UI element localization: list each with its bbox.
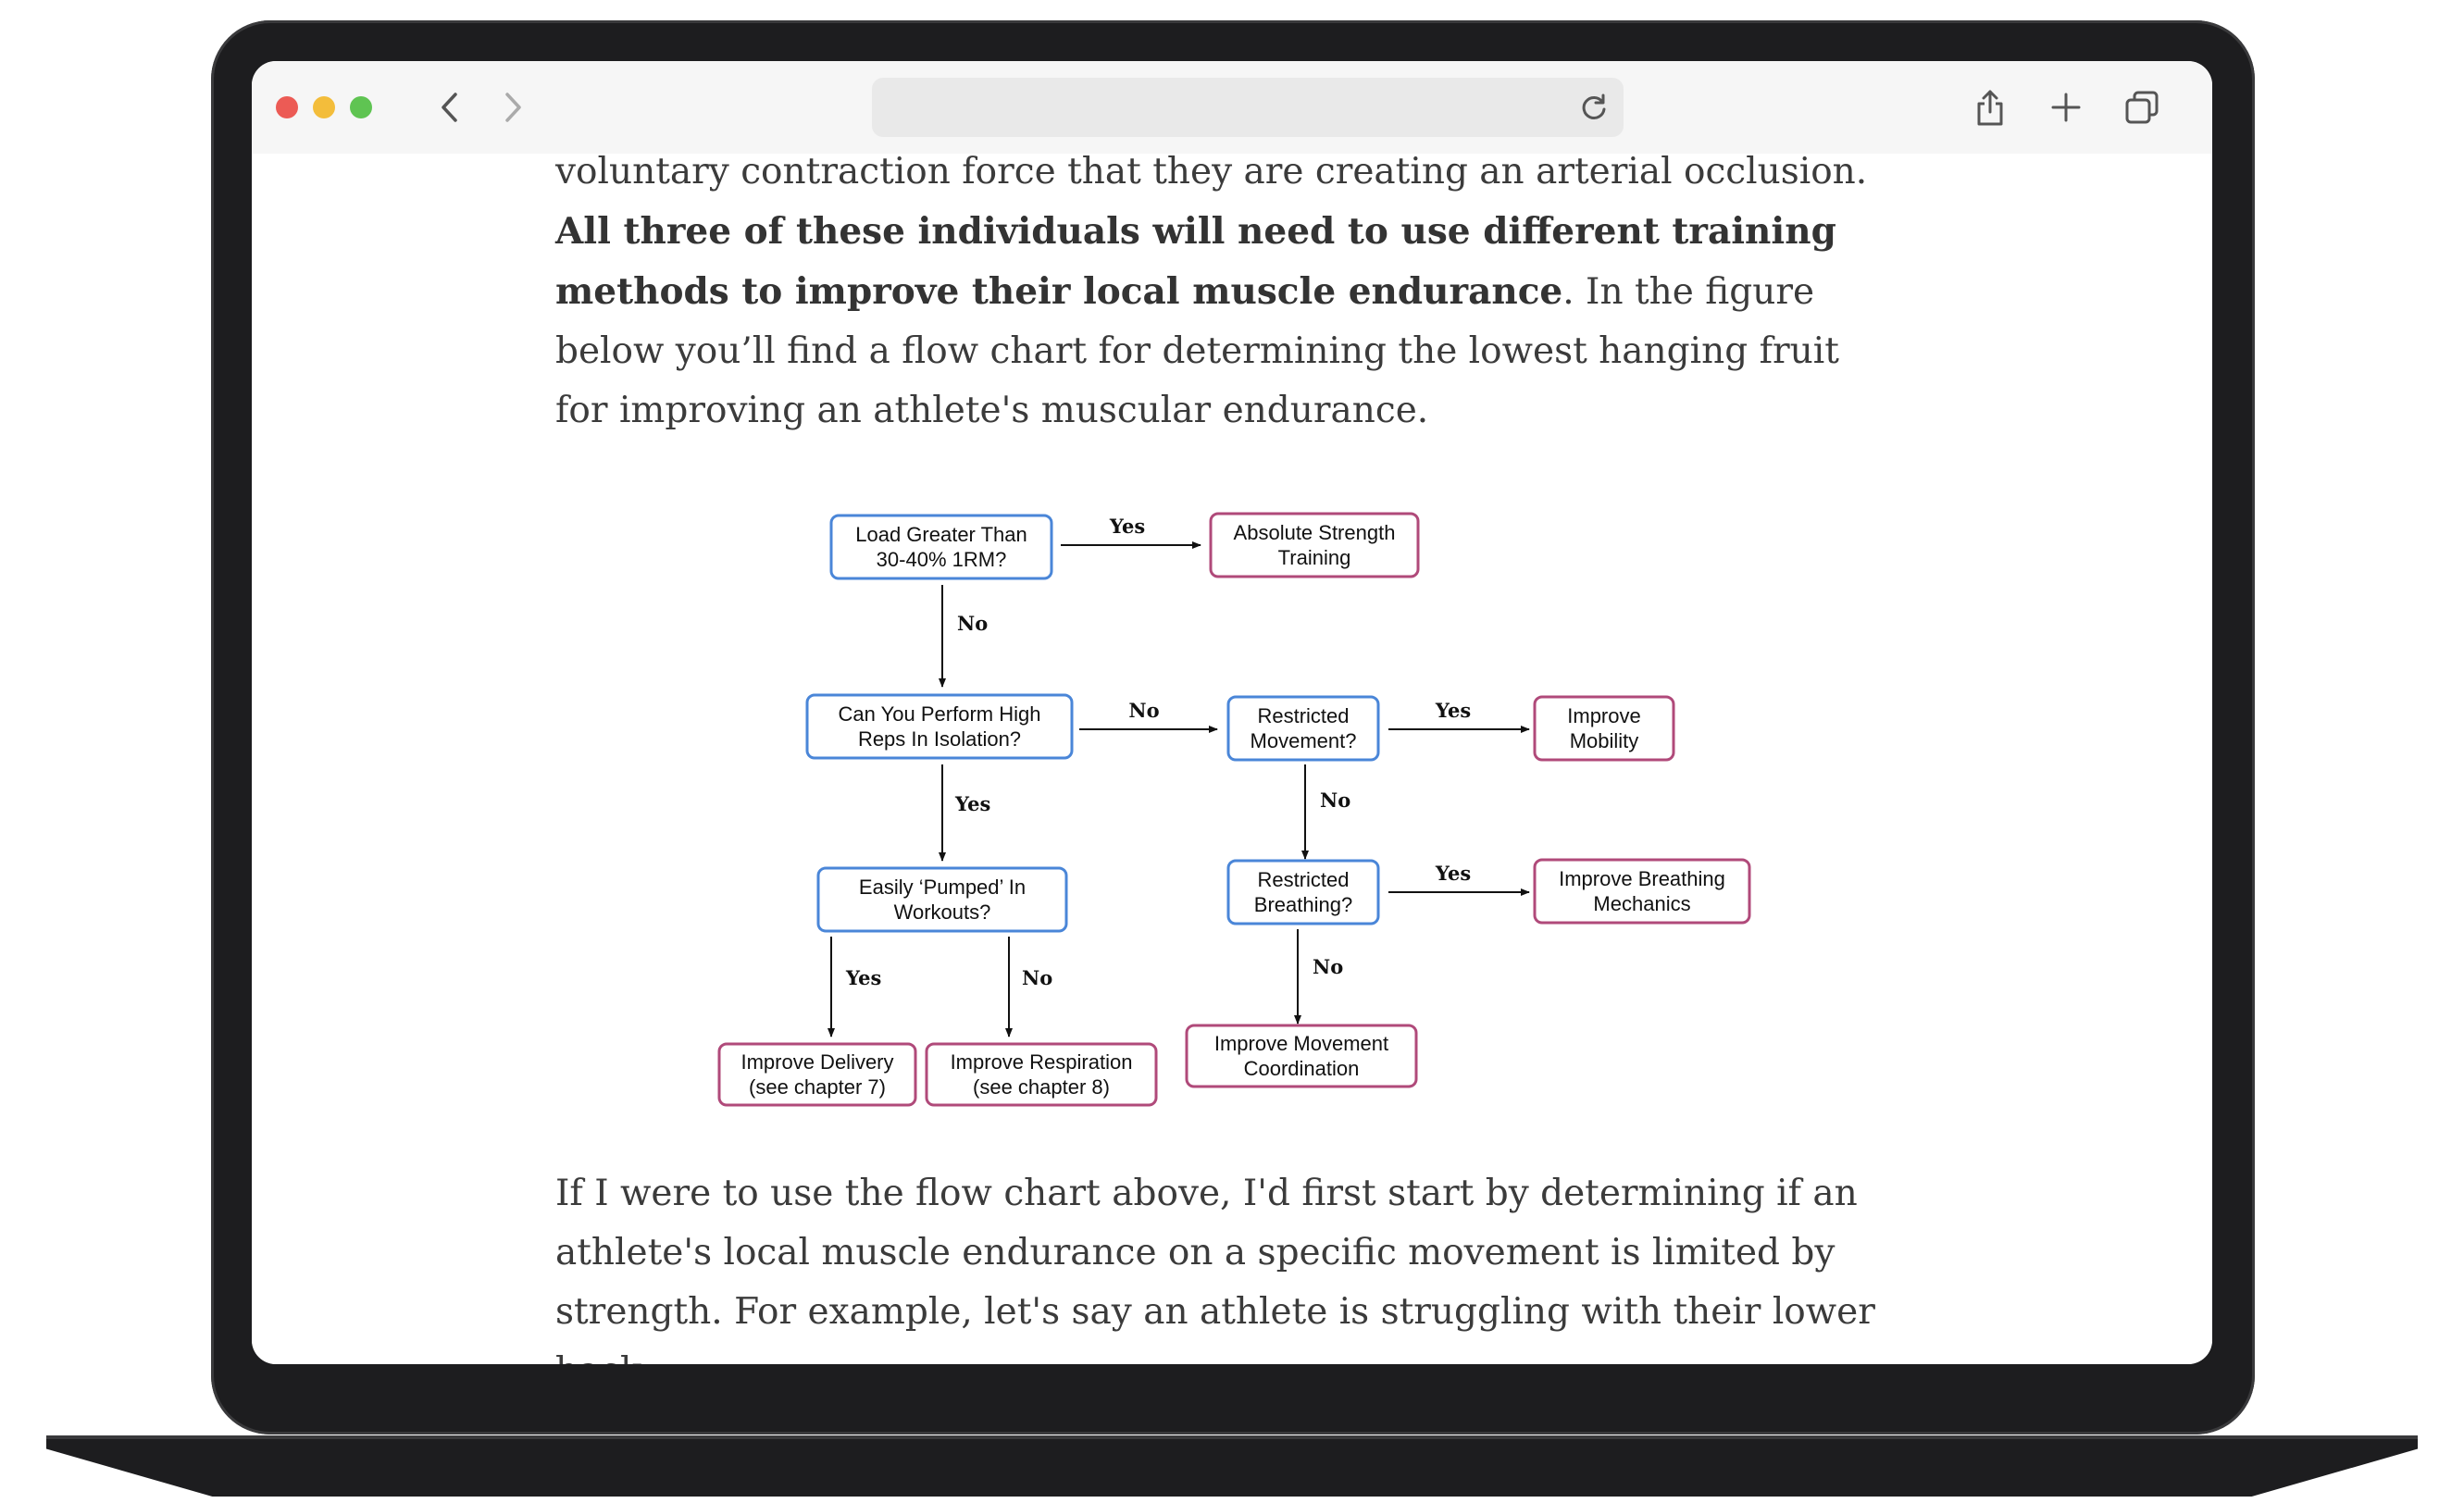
article-paragraph-2: If I were to use the flow chart above, I… (555, 1173, 1875, 1364)
label-pumped-yes: Yes (845, 966, 881, 989)
laptop-base-edge (46, 1435, 2418, 1439)
node-text: Load Greater Than (855, 523, 1027, 546)
node-text: Restricted (1257, 704, 1349, 727)
node-text: Can You Perform High (839, 702, 1041, 726)
forward-button[interactable] (494, 89, 531, 126)
share-button[interactable] (1970, 87, 2010, 128)
node-text: (see chapter 7) (749, 1075, 886, 1099)
node-improve-delivery: Improve Delivery (see chapter 7) (717, 1042, 917, 1107)
node-text: Coordination (1244, 1057, 1360, 1080)
label-breathing-no: No (1313, 955, 1343, 978)
new-tab-button[interactable] (2046, 87, 2086, 128)
node-text: Absolute Strength (1234, 521, 1396, 544)
node-improve-breathing: Improve Breathing Mechanics (1533, 858, 1751, 925)
label-load-yes: Yes (1109, 515, 1145, 538)
label-high-reps-no: No (1128, 699, 1159, 722)
label-load-no: No (957, 612, 988, 635)
label-breathing-yes: Yes (1435, 862, 1471, 885)
browser-toolbar (252, 61, 2212, 155)
share-icon (1977, 90, 2003, 126)
browser-window: voluntary contraction force that they ar… (252, 61, 2212, 1364)
plus-icon (2051, 93, 2081, 122)
node-text: Improve Breathing (1559, 867, 1725, 890)
node-text: Mobility (1570, 729, 1639, 752)
node-improve-coordination: Improve Movement Coordination (1185, 1024, 1418, 1088)
node-text: Mechanics (1593, 892, 1690, 915)
tabs-overview-icon (2125, 91, 2159, 124)
paragraph-text: voluntary contraction force that they ar… (555, 154, 1868, 193)
node-load-greater: Load Greater Than 30-40% 1RM? (829, 514, 1053, 580)
paragraph-text: . In the figure below you’ll find a flow… (555, 271, 1839, 431)
label-movement-yes: Yes (1435, 699, 1471, 722)
node-text: Movement? (1251, 729, 1357, 752)
back-button[interactable] (431, 89, 468, 126)
flow-chart: Yes No No Yes Yes No Yes No Yes No Load … (717, 512, 1751, 1107)
reload-button[interactable] (1577, 91, 1611, 124)
node-improve-mobility: Improve Mobility (1533, 695, 1675, 762)
node-text: (see chapter 8) (973, 1075, 1110, 1099)
node-text: Training (1278, 546, 1351, 569)
node-text: Reps In Isolation? (858, 727, 1021, 751)
node-restricted-breathing: Restricted Breathing? (1226, 859, 1380, 925)
node-text: 30-40% 1RM? (877, 548, 1007, 571)
tab-overview-button[interactable] (2122, 87, 2162, 128)
zoom-window-button[interactable] (350, 96, 372, 118)
node-text: Improve Respiration (951, 1050, 1133, 1074)
node-absolute-strength: Absolute Strength Training (1209, 512, 1420, 578)
node-text: Improve Movement (1214, 1032, 1388, 1055)
label-high-reps-yes: Yes (954, 792, 990, 815)
node-text: Improve (1567, 704, 1640, 727)
node-high-reps: Can You Perform High Reps In Isolation? (805, 693, 1074, 760)
laptop-base (46, 1435, 2418, 1497)
chevron-left-icon (442, 93, 457, 122)
node-text: Improve Delivery (740, 1050, 893, 1074)
address-bar[interactable] (872, 78, 1624, 137)
label-movement-no: No (1320, 789, 1350, 812)
page-content: voluntary contraction force that they ar… (252, 154, 2212, 1364)
node-text: Restricted (1257, 868, 1349, 891)
close-window-button[interactable] (276, 96, 298, 118)
node-restricted-movement: Restricted Movement? (1226, 695, 1380, 762)
node-improve-respiration: Improve Respiration (see chapter 8) (925, 1042, 1158, 1107)
reload-icon (1582, 93, 1606, 119)
node-text: Workouts? (894, 901, 991, 924)
paragraph-bold-text: All three of these individuals will need… (555, 210, 1836, 313)
minimize-window-button[interactable] (313, 96, 335, 118)
node-text: Easily ‘Pumped’ In (859, 876, 1026, 899)
node-text: Breathing? (1254, 893, 1352, 916)
chevron-right-icon (505, 93, 521, 122)
article-paragraph: voluntary contraction force that they ar… (555, 154, 1888, 441)
label-pumped-no: No (1022, 966, 1052, 989)
node-pumped: Easily ‘Pumped’ In Workouts? (816, 866, 1068, 933)
